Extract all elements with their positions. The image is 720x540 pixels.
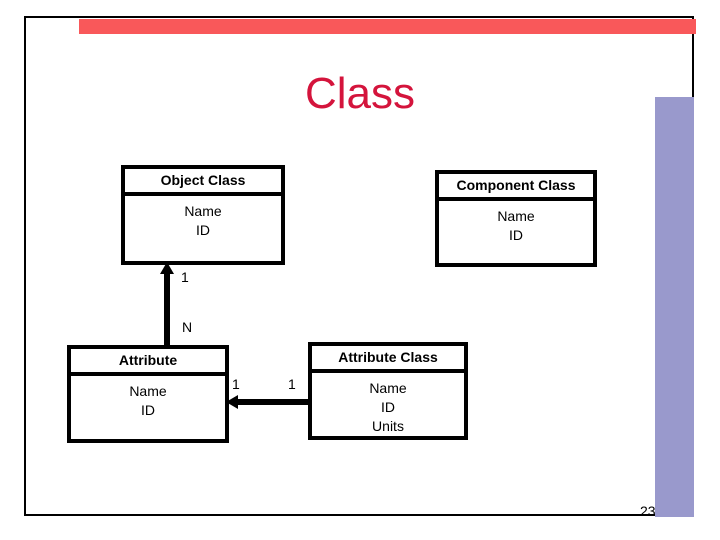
connector-attribute-class-to-attribute xyxy=(236,399,310,405)
connector-attribute-to-object-class xyxy=(164,272,170,347)
entity-attribute: Units xyxy=(372,418,404,434)
arrowhead-up-icon xyxy=(160,262,174,274)
entity-body-component-class: Name ID xyxy=(439,201,593,245)
entity-attribute: ID xyxy=(381,399,395,415)
entity-attribute: Name xyxy=(369,380,407,396)
entity-attribute: Name xyxy=(497,208,535,224)
entity-attribute: ID xyxy=(196,222,210,238)
entity-body-attribute-class: Name ID Units xyxy=(312,373,464,436)
cardinality-label-n: N xyxy=(182,319,193,335)
cardinality-label-one-left: 1 xyxy=(232,376,240,392)
page-number: 23 xyxy=(640,503,656,519)
entity-object-class[interactable]: Object Class Name ID xyxy=(121,165,285,265)
page-title: Class xyxy=(304,69,416,118)
entity-attribute-box[interactable]: Attribute Name ID xyxy=(67,345,229,443)
right-accent-bar xyxy=(655,97,694,517)
cardinality-label-one-right: 1 xyxy=(288,376,296,392)
entity-attribute: ID xyxy=(509,227,523,243)
entity-component-class[interactable]: Component Class Name ID xyxy=(435,170,597,267)
entity-header-object-class: Object Class xyxy=(125,169,281,196)
arrowhead-left-icon xyxy=(226,395,238,409)
entity-body-object-class: Name ID xyxy=(125,196,281,240)
entity-attribute: Name xyxy=(184,203,222,219)
cardinality-label-one-top: 1 xyxy=(181,269,189,285)
entity-attribute: Name xyxy=(129,383,167,399)
entity-attribute-class[interactable]: Attribute Class Name ID Units xyxy=(308,342,468,440)
entity-header-component-class: Component Class xyxy=(439,174,593,201)
entity-header-attribute: Attribute xyxy=(71,349,225,376)
entity-attribute: ID xyxy=(141,402,155,418)
top-accent-bar xyxy=(79,19,696,34)
entity-body-attribute: Name ID xyxy=(71,376,225,420)
entity-header-attribute-class: Attribute Class xyxy=(312,346,464,373)
